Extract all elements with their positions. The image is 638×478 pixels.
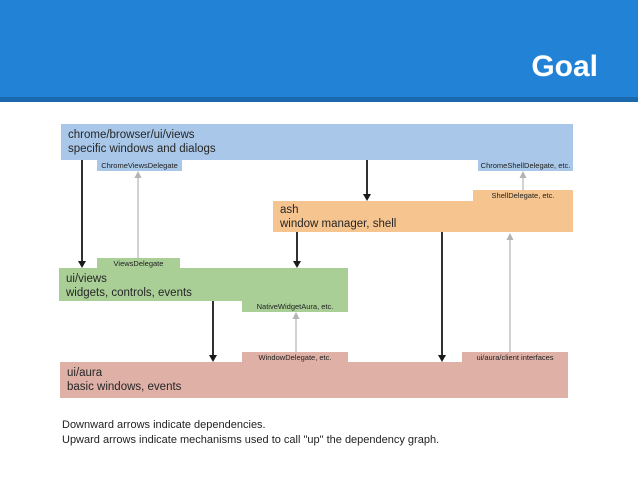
upcall-arrowhead xyxy=(519,171,527,178)
tab-ui-aura-client-interfaces: ui/aura/client interfaces xyxy=(462,352,568,363)
page-title: Goal xyxy=(531,50,598,83)
layer-title: ui/aura xyxy=(67,367,103,379)
tab-shell-delegate: ShellDelegate, etc. xyxy=(473,190,573,201)
layer-title: ui/views xyxy=(66,273,107,285)
tab-chrome-shell-delegate: ChromeShellDelegate, etc. xyxy=(478,160,573,171)
layer-title: chrome/browser/ui/views xyxy=(68,129,195,141)
upcall-arrowhead xyxy=(292,312,300,319)
dependency-arrowhead xyxy=(209,355,217,362)
slide-header: Goal xyxy=(0,0,638,102)
dependency-arrowhead xyxy=(293,261,301,268)
tab-views-delegate: ViewsDelegate xyxy=(97,258,180,269)
dependency-arrowhead xyxy=(78,261,86,268)
caption-line-2: Upward arrows indicate mechanisms used t… xyxy=(62,434,440,446)
layer-box-ash: ash window manager, shell xyxy=(273,201,573,232)
dependency-arrowhead xyxy=(363,194,371,201)
layer-box-ui-aura: ui/aura basic windows, events xyxy=(60,362,568,398)
layer-subtitle: specific windows and dialogs xyxy=(68,143,216,155)
tab-chrome-views-delegate: ChromeViewsDelegate xyxy=(97,160,182,171)
tab-window-delegate: WindowDelegate, etc. xyxy=(242,352,348,363)
upcall-arrowhead xyxy=(506,233,514,240)
layer-subtitle: basic windows, events xyxy=(67,381,182,393)
layer-box-chrome-browser-ui-views: chrome/browser/ui/views specific windows… xyxy=(61,124,573,160)
layer-subtitle: window manager, shell xyxy=(280,218,397,230)
layer-title: ash xyxy=(280,204,299,216)
dependency-arrowhead xyxy=(438,355,446,362)
upcall-arrowhead xyxy=(134,171,142,178)
layer-subtitle: widgets, controls, events xyxy=(66,287,192,299)
layer-box-ui-views: ui/views widgets, controls, events xyxy=(59,268,348,301)
caption-line-1: Downward arrows indicate dependencies. xyxy=(62,419,266,431)
caption: Downward arrows indicate dependencies. U… xyxy=(62,418,439,448)
tab-native-widget-aura: NativeWidgetAura, etc. xyxy=(242,301,348,312)
